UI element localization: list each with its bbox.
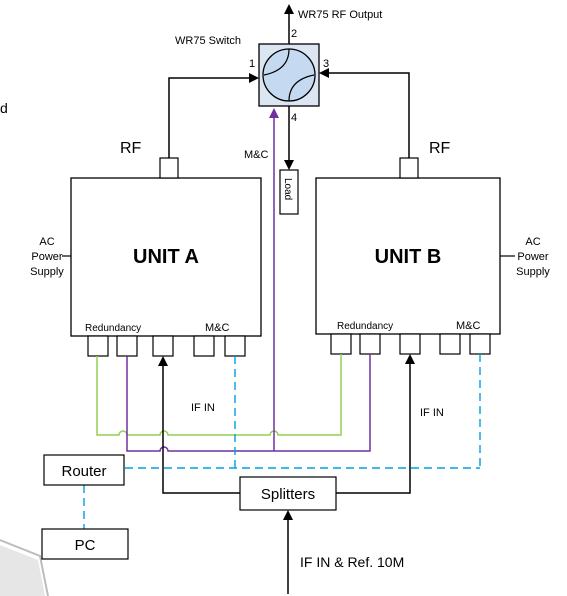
- unit-b-mc-label: M&C: [456, 320, 481, 332]
- router-label: Router: [61, 463, 106, 480]
- unit-a-mc-label: M&C: [205, 322, 230, 334]
- background-shape: [0, 539, 49, 596]
- unit-b[interactable]: [315, 157, 501, 335]
- unit-a-redundancy-label: Redundancy: [85, 323, 141, 334]
- if-in-line-right: [336, 354, 415, 494]
- svg-text:Supply: Supply: [516, 266, 550, 278]
- unit-a[interactable]: [70, 157, 262, 337]
- switch-label: WR75 Switch: [175, 35, 241, 47]
- port-2-label: 2: [291, 28, 297, 40]
- svg-text:Supply: Supply: [30, 266, 64, 278]
- rf-output-label: WR75 RF Output: [298, 9, 382, 21]
- router-block[interactable]: Router: [43, 454, 125, 486]
- if-in-line-left: [158, 356, 240, 494]
- svg-text:Power: Power: [31, 251, 63, 263]
- unit-b-ports: [330, 333, 491, 355]
- svg-text:Power: Power: [517, 251, 549, 263]
- unit-b-rf-port: [399, 157, 419, 179]
- if-in-label-right: IF IN: [420, 407, 444, 419]
- wr75-switch[interactable]: [258, 43, 320, 107]
- ac-power-left: AC Power Supply: [30, 236, 71, 278]
- redundancy-green-line: [96, 354, 342, 436]
- mc-label-load: M&C: [244, 149, 269, 161]
- rf-path-unit-a: [168, 73, 259, 158]
- unit-b-redundancy-label: Redundancy: [337, 321, 393, 332]
- rf-label-left: RF: [120, 140, 142, 157]
- pc-block[interactable]: PC: [41, 528, 129, 560]
- cut-off-letter: d: [0, 100, 8, 116]
- port-3-label: 3: [323, 58, 329, 70]
- port-1-label: 1: [249, 58, 255, 70]
- unit-a-rf-port: [159, 157, 179, 179]
- load-label: Load: [282, 178, 293, 200]
- splitters-block[interactable]: Splitters: [239, 476, 337, 511]
- rf-label-right: RF: [429, 140, 451, 157]
- rf-path-unit-b: [319, 68, 410, 158]
- unit-b-label: UNIT B: [375, 246, 442, 268]
- ac-power-right: AC Power Supply: [500, 236, 550, 278]
- mc-network-lines: [83, 354, 481, 529]
- redundancy-purple-line: [126, 354, 371, 452]
- if-in-label-left: IF IN: [191, 402, 215, 414]
- svg-text:AC: AC: [39, 236, 54, 248]
- svg-text:AC: AC: [525, 236, 540, 248]
- load-block[interactable]: Load: [279, 169, 299, 215]
- port-4-label: 4: [291, 112, 297, 124]
- unit-a-label: UNIT A: [133, 246, 199, 268]
- if-ref-label: IF IN & Ref. 10M: [300, 554, 404, 570]
- unit-a-ports: [87, 335, 246, 357]
- pc-label: PC: [75, 537, 96, 554]
- splitters-label: Splitters: [261, 486, 315, 503]
